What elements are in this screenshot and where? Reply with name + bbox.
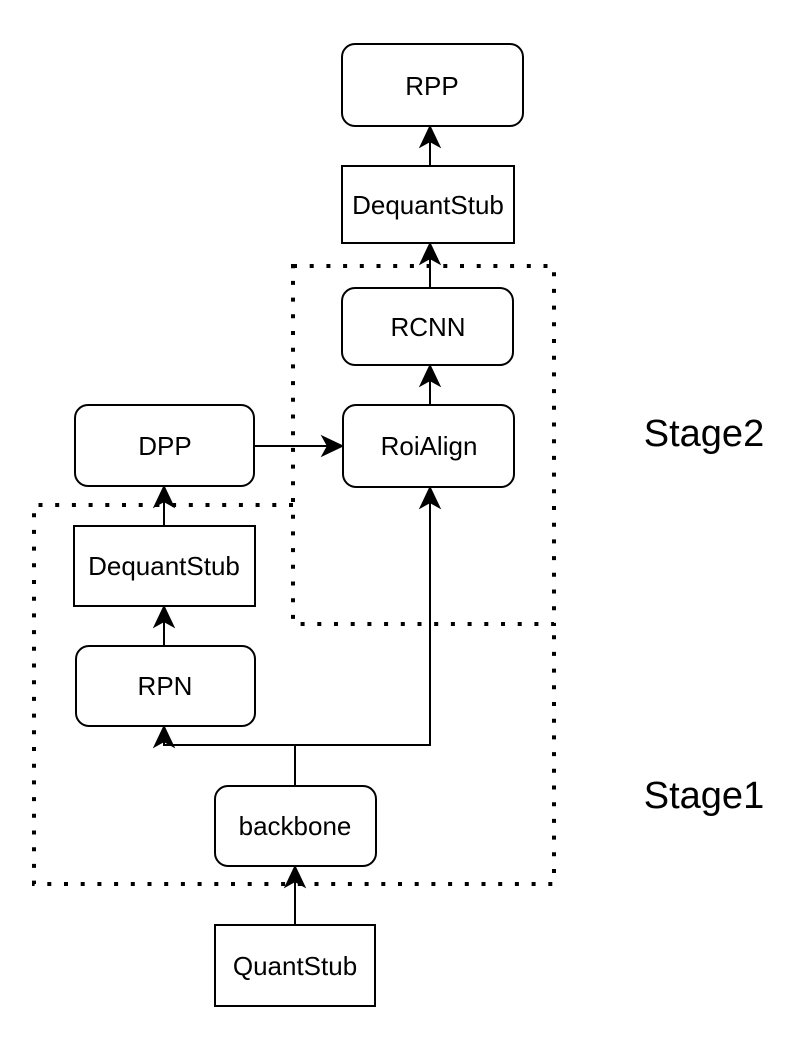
- node-dequantstub-output: DequantStub: [341, 165, 515, 244]
- node-backbone-box: [214, 785, 377, 867]
- node-dequantstub-rpn-label: DequantStub: [88, 551, 240, 581]
- stage2-label: Stage2: [644, 413, 764, 455]
- node-roialign-label: RoiAlign: [381, 431, 478, 461]
- node-dequantstub-output-label: DequantStub: [352, 190, 504, 220]
- node-rpn-label: RPN: [138, 671, 193, 701]
- node-dequantstub-output-box: [341, 165, 515, 244]
- node-rpp: RPP: [341, 43, 524, 127]
- node-quantstub-label: QuantStub: [233, 951, 357, 981]
- node-backbone: backbone: [214, 785, 377, 867]
- node-quantstub-box: [214, 924, 376, 1007]
- node-roialign: RoiAlign: [342, 404, 515, 488]
- node-rcnn-box: [341, 287, 514, 366]
- edge-backbone-to-rpn: [164, 727, 295, 745]
- node-rpn-box: [75, 645, 256, 727]
- node-dpp-label: DPP: [138, 431, 191, 461]
- stage1-label: Stage1: [644, 775, 764, 817]
- edge-backbone-to-roialign: [295, 488, 430, 746]
- node-dpp: DPP: [74, 404, 255, 487]
- node-dequantstub-rpn-box: [73, 525, 256, 607]
- node-roialign-box: [342, 404, 515, 488]
- stage1-region: [32, 503, 556, 886]
- node-dequantstub-rpn: DequantStub: [73, 525, 256, 607]
- node-dpp-box: [74, 404, 255, 487]
- node-rpn: RPN: [75, 645, 256, 727]
- node-quantstub: QuantStub: [214, 924, 376, 1007]
- node-backbone-label: backbone: [239, 811, 352, 841]
- node-rpp-label: RPP: [405, 71, 458, 101]
- node-rpp-box: [341, 43, 524, 127]
- node-rcnn-label: RCNN: [390, 312, 465, 342]
- node-rcnn: RCNN: [341, 287, 514, 366]
